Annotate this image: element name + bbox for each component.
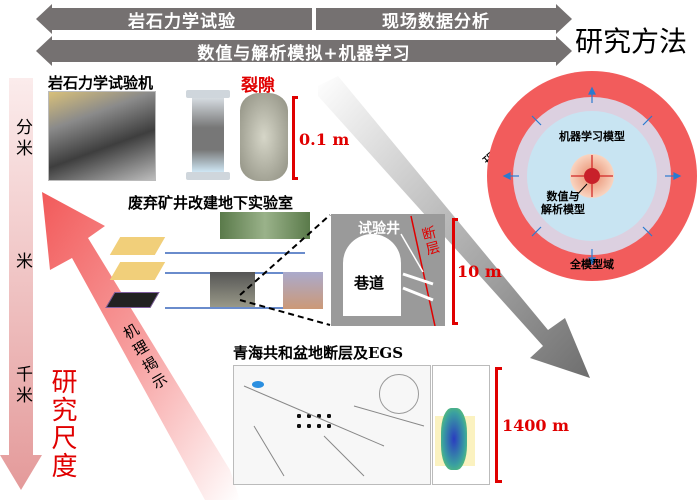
expansion-arrows — [502, 86, 682, 266]
rock-test-label: 岩石力学试验 — [128, 11, 236, 32]
rock-core-photo — [240, 93, 288, 181]
zoom-dashed-lines — [239, 214, 331, 326]
tunnel-label: 巷道 — [354, 274, 385, 292]
analytic-model-label: 数值与 解析模型 — [538, 190, 588, 216]
specimen-diagram — [183, 90, 233, 180]
seismic-depth-plot — [432, 365, 490, 485]
scale-bracket — [495, 367, 502, 483]
field-data-band — [316, 8, 556, 30]
analytic-model-line1: 数值与 — [546, 190, 580, 203]
mine-scale: 10 m — [457, 262, 502, 281]
fracture-label: 裂隙 — [241, 76, 275, 96]
mine-title: 废弃矿井改建地下实验室 — [128, 194, 294, 212]
rock-test-band — [38, 8, 312, 30]
scale-decimeter: 分米 — [12, 118, 32, 160]
numerical-band — [52, 40, 556, 62]
mine-schematic — [105, 212, 330, 330]
field-title: 青海共和盆地断层及EGS — [233, 344, 404, 362]
numerical-ml-label: 数值与解析模拟+机器学习 — [197, 43, 411, 64]
test-well-label: 试验井 — [358, 221, 400, 237]
scale-axis-label: 研究尺度 — [47, 368, 77, 480]
scale-bracket — [292, 96, 298, 180]
geologic-map — [233, 365, 431, 485]
scale-meter: 米 — [12, 252, 32, 273]
field-data-label: 现场数据分析 — [382, 11, 490, 32]
ml-model-label: 机器学习模型 — [559, 130, 625, 143]
test-machine-photo — [48, 91, 156, 181]
tunnel-section — [331, 214, 445, 326]
mechanism-arrow — [42, 192, 240, 500]
lab-title: 岩石力学试验机 — [48, 74, 154, 92]
scale-bracket — [452, 218, 458, 325]
field-scale: 1400 m — [502, 416, 570, 435]
full-domain-label: 全模型域 — [570, 258, 614, 271]
scale-arrow — [0, 78, 42, 490]
lab-scale: 0.1 m — [299, 130, 350, 149]
methods-heading: 研究方法 — [575, 25, 688, 58]
scale-kilometer: 千米 — [12, 365, 32, 407]
analytic-model-line2: 解析模型 — [541, 203, 585, 216]
